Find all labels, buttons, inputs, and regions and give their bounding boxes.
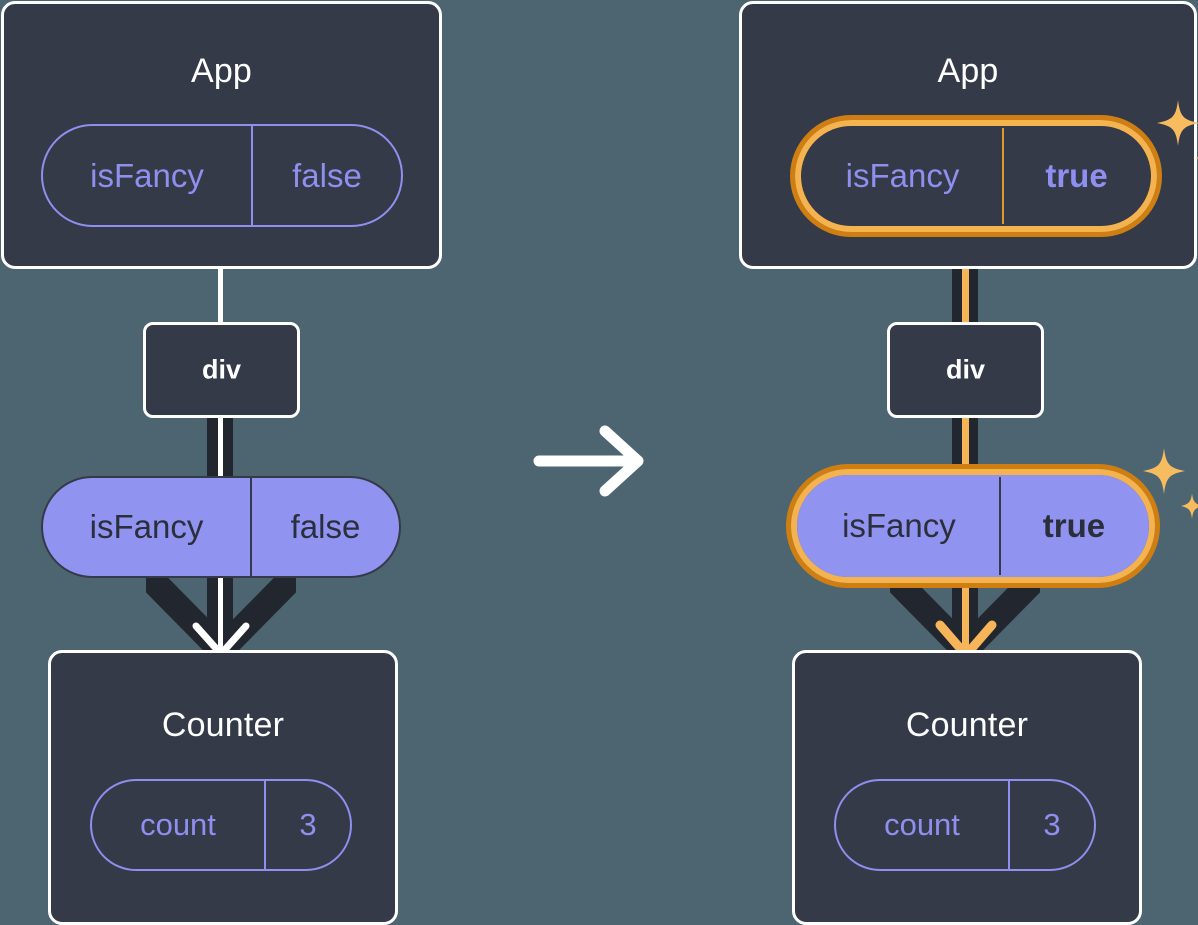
prop-value-before: false <box>290 508 361 545</box>
prop-key-before: isFancy <box>89 508 204 545</box>
app-state-value-before: false <box>292 156 362 194</box>
counter-title-after: Counter <box>905 706 1029 744</box>
before-panel: App isFancy false div isFancy false C <box>0 0 460 925</box>
counter-state-key-cell-after: count <box>836 781 1010 869</box>
app-title-before: App <box>190 52 253 90</box>
prop-key-after: isFancy <box>842 507 956 544</box>
after-panel: App isFancy true div isFa <box>738 0 1198 925</box>
counter-state-value-before: 3 <box>299 807 317 842</box>
app-state-key-after: isFancy <box>845 157 960 194</box>
transition-arrow-right-icon <box>533 425 644 497</box>
prop-value-cell-after: true <box>1001 477 1147 575</box>
div-element-box-before[interactable]: div <box>143 322 300 418</box>
app-state-value-cell-before: false <box>253 126 401 225</box>
app-state-value-cell-after: true <box>1004 128 1149 224</box>
div-title-before: div <box>201 354 241 385</box>
div-element-box-after[interactable]: div <box>887 322 1044 418</box>
counter-state-key-before: count <box>140 807 216 842</box>
app-component-box-after[interactable]: App <box>739 1 1197 269</box>
counter-state-pill-after[interactable]: count 3 <box>834 779 1096 871</box>
app-state-value-after: true <box>1045 157 1108 194</box>
prop-key-cell-before: isFancy <box>43 478 252 576</box>
prop-pill-after[interactable]: isFancy true <box>797 475 1149 577</box>
prop-value-cell-before: false <box>252 478 399 576</box>
div-title-after: div <box>945 354 985 385</box>
app-state-key-cell-before: isFancy <box>43 126 253 225</box>
sparkle-icon-large-app-after <box>1157 100 1198 159</box>
prop-key-cell-after: isFancy <box>799 477 1001 575</box>
app-state-key-before: isFancy <box>90 156 204 194</box>
app-state-key-cell-after: isFancy <box>803 128 1004 224</box>
counter-state-key-after: count <box>884 807 960 842</box>
counter-title-before: Counter <box>161 706 285 744</box>
counter-state-value-after: 3 <box>1043 807 1061 842</box>
app-state-pill-after[interactable]: isFancy true <box>801 126 1151 226</box>
counter-state-pill-before[interactable]: count 3 <box>90 779 352 871</box>
counter-state-value-cell-after: 3 <box>1010 781 1094 869</box>
prop-value-after: true <box>1042 507 1106 544</box>
counter-state-value-cell-before: 3 <box>266 781 350 869</box>
sparkle-icon-large-prop-after <box>1143 448 1198 519</box>
app-state-pill-before[interactable]: isFancy false <box>41 124 403 227</box>
prop-pill-before[interactable]: isFancy false <box>41 476 401 578</box>
connector-app-to-div <box>218 268 223 323</box>
counter-state-key-cell-before: count <box>92 781 266 869</box>
app-title-after: App <box>937 52 999 90</box>
connector-app-to-div-after <box>962 215 969 325</box>
